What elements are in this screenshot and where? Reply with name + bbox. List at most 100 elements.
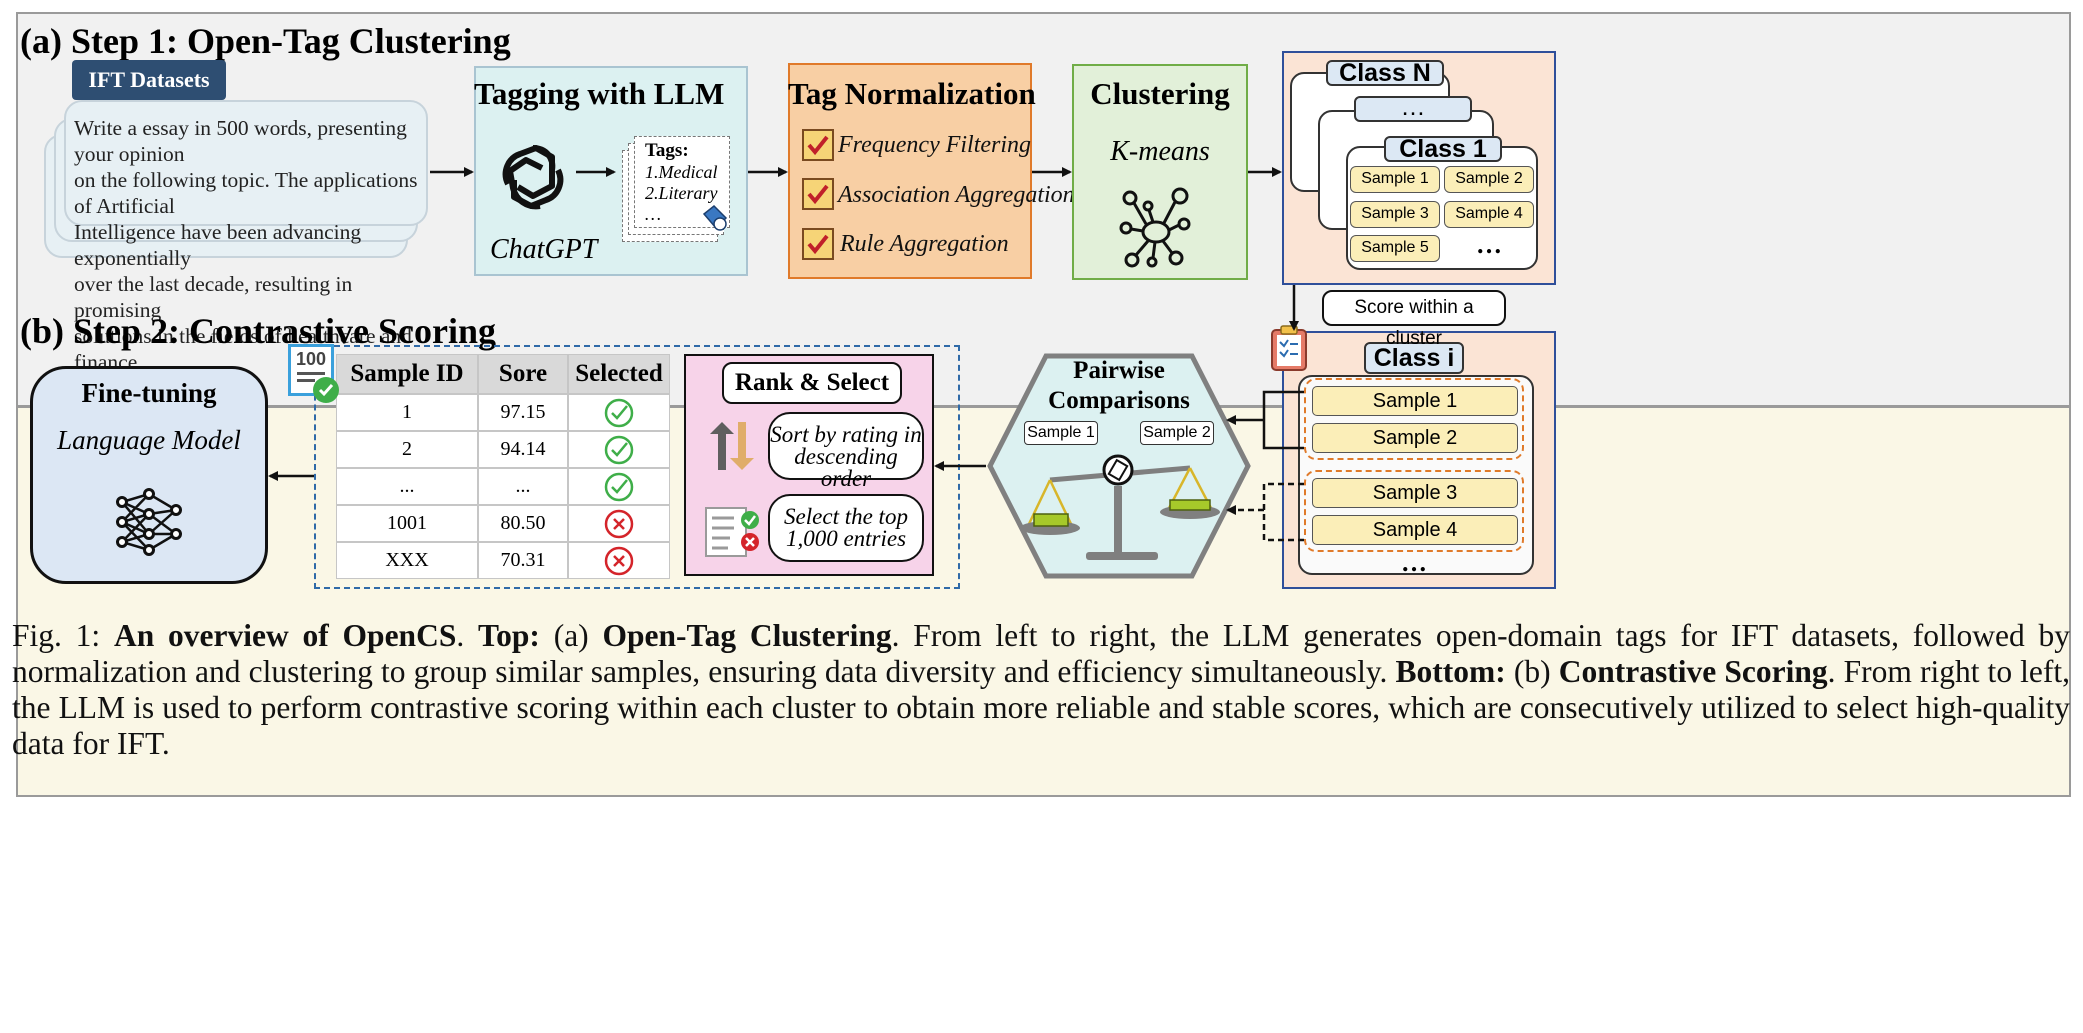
cross-mark: [613, 555, 625, 567]
node: [1124, 252, 1140, 268]
class1-sample-1: Sample 1: [1350, 166, 1440, 193]
cross-circle-icon: [604, 509, 634, 539]
class-1-pill: Class 1: [1384, 136, 1502, 162]
checkmark-svg: [807, 135, 829, 156]
sort-line2: descending order: [794, 444, 898, 491]
verified-tick: [318, 384, 334, 397]
openai-logo-icon: [496, 140, 570, 219]
logo-petal: [507, 157, 544, 210]
caption-fig: Fig. 1:: [12, 618, 101, 653]
score-doc-line: [297, 379, 315, 382]
class1-more: …: [1476, 230, 1502, 259]
check-icon: [802, 129, 834, 161]
classi-more: …: [1401, 548, 1427, 577]
node: [1171, 187, 1189, 205]
ift-datasets-badge: IFT Datasets: [72, 60, 226, 100]
check-tick: [611, 479, 628, 494]
cluster-network-svg: [1119, 187, 1191, 268]
node: [1142, 200, 1154, 212]
score-within-cluster-label: Score within a cluster: [1322, 290, 1506, 349]
pairwise-title-line1: Pairwise: [1073, 357, 1165, 384]
table-cell-selected: [568, 468, 670, 505]
pairwise-right-sample: Sample 2: [1140, 421, 1214, 445]
norm-item-3: Rule Aggregation: [840, 231, 1009, 257]
chatgpt-label: ChatGPT: [490, 234, 598, 265]
dataset-line-4: over the last decade, resulting in promi…: [74, 272, 353, 322]
caption-a-text: . From left to right, the LLM generates …: [12, 618, 2070, 689]
class1-sample-2: Sample 2: [1444, 166, 1534, 193]
table-header-selected: Selected: [568, 354, 670, 394]
caption-bottom-label: Bottom:: [1395, 654, 1506, 689]
class1-sample-5: Sample 5: [1350, 235, 1440, 262]
table-cell-id: XXX: [336, 542, 478, 579]
table-cell-id: 2: [336, 431, 478, 468]
nn-node: [170, 504, 182, 516]
balance-scale-icon: [1020, 454, 1220, 560]
checkmark-svg: [807, 184, 829, 205]
pairwise-title-line2: Comparisons: [1048, 387, 1190, 414]
table-cell-selected: [568, 394, 670, 431]
pair-group-2: [1304, 470, 1524, 552]
tags-header: Tags:: [645, 140, 689, 161]
norm-item-1: Frequency Filtering: [838, 132, 1032, 158]
scale-pole: [1114, 486, 1122, 556]
checkmark-svg: [807, 234, 829, 255]
cross-mark: [613, 518, 625, 530]
tag-item-2: 2.Literary: [645, 183, 718, 203]
table-cell-id: 1001: [336, 505, 478, 542]
right-weight: [1169, 499, 1211, 511]
nn-node: [116, 516, 128, 528]
check-circle: [604, 398, 634, 428]
nn-node: [143, 528, 155, 540]
table-cell-score: 70.31: [478, 542, 568, 579]
caption-b-label: (b): [1513, 654, 1551, 689]
caption-title: An overview of OpenCS: [113, 618, 457, 653]
class1-sample-3: Sample 3: [1350, 201, 1440, 228]
clipboard-icon: [1270, 324, 1308, 377]
check-circle-icon: [604, 435, 634, 465]
cluster-network-icon: [1118, 186, 1192, 273]
norm-item-2: Association Aggregation: [838, 182, 1075, 208]
verified-check-icon: [312, 376, 340, 409]
nn-node: [143, 488, 155, 500]
sort-box: Sort by rating in descending order: [768, 412, 924, 490]
logo-mark: [1107, 458, 1129, 482]
caption-a-name: Open-Tag Clustering: [602, 618, 892, 653]
score-table: Sample ID Sore Selected 1 97.15 2 94.14 …: [336, 354, 670, 579]
arrows-overlay: [268, 167, 1304, 542]
score-doc-number: 100: [295, 349, 327, 369]
clipboard-paper: [1277, 335, 1301, 366]
table-header-id: Sample ID: [336, 354, 478, 394]
table-cell-score: 97.15: [478, 394, 568, 431]
sort-line1: Sort by rating in: [770, 422, 922, 447]
node: [1119, 221, 1133, 235]
dataset-line-3: Intelligence have been advancing exponen…: [74, 220, 362, 270]
cross-circle: [604, 546, 634, 576]
openai-logo-svg: [502, 145, 564, 210]
classi-sample-1: Sample 1: [1312, 386, 1518, 416]
class1-sample-4: Sample 4: [1444, 201, 1534, 228]
checkmark-path: [807, 135, 829, 156]
nn-edges: [121, 492, 177, 552]
caption-a-label: (a): [553, 618, 589, 653]
nn-node: [116, 536, 128, 548]
rank-select-title: Rank & Select: [722, 362, 902, 404]
list-check-badge: [741, 511, 759, 529]
nn-node: [143, 508, 155, 520]
table-cell-id: 1: [336, 394, 478, 431]
check-tick: [611, 405, 628, 420]
clipboard-checks: [1279, 339, 1298, 358]
node: [1146, 256, 1158, 268]
step1-title: (a) Step 1: Open-Tag Clustering: [20, 21, 511, 61]
table-cell-selected: [568, 505, 670, 542]
sort-icon: [706, 422, 756, 477]
neural-network-icon: [116, 488, 182, 556]
node: [1168, 250, 1184, 266]
classi-sample-4: Sample 4: [1312, 515, 1518, 545]
check-circle-icon: [604, 398, 634, 428]
select-list-svg: [705, 507, 759, 557]
check-icon: [802, 178, 834, 210]
select-line2: 1,000 entries: [785, 526, 907, 551]
clustering-box: [1072, 64, 1248, 280]
sort-icon-svg: [710, 422, 754, 470]
